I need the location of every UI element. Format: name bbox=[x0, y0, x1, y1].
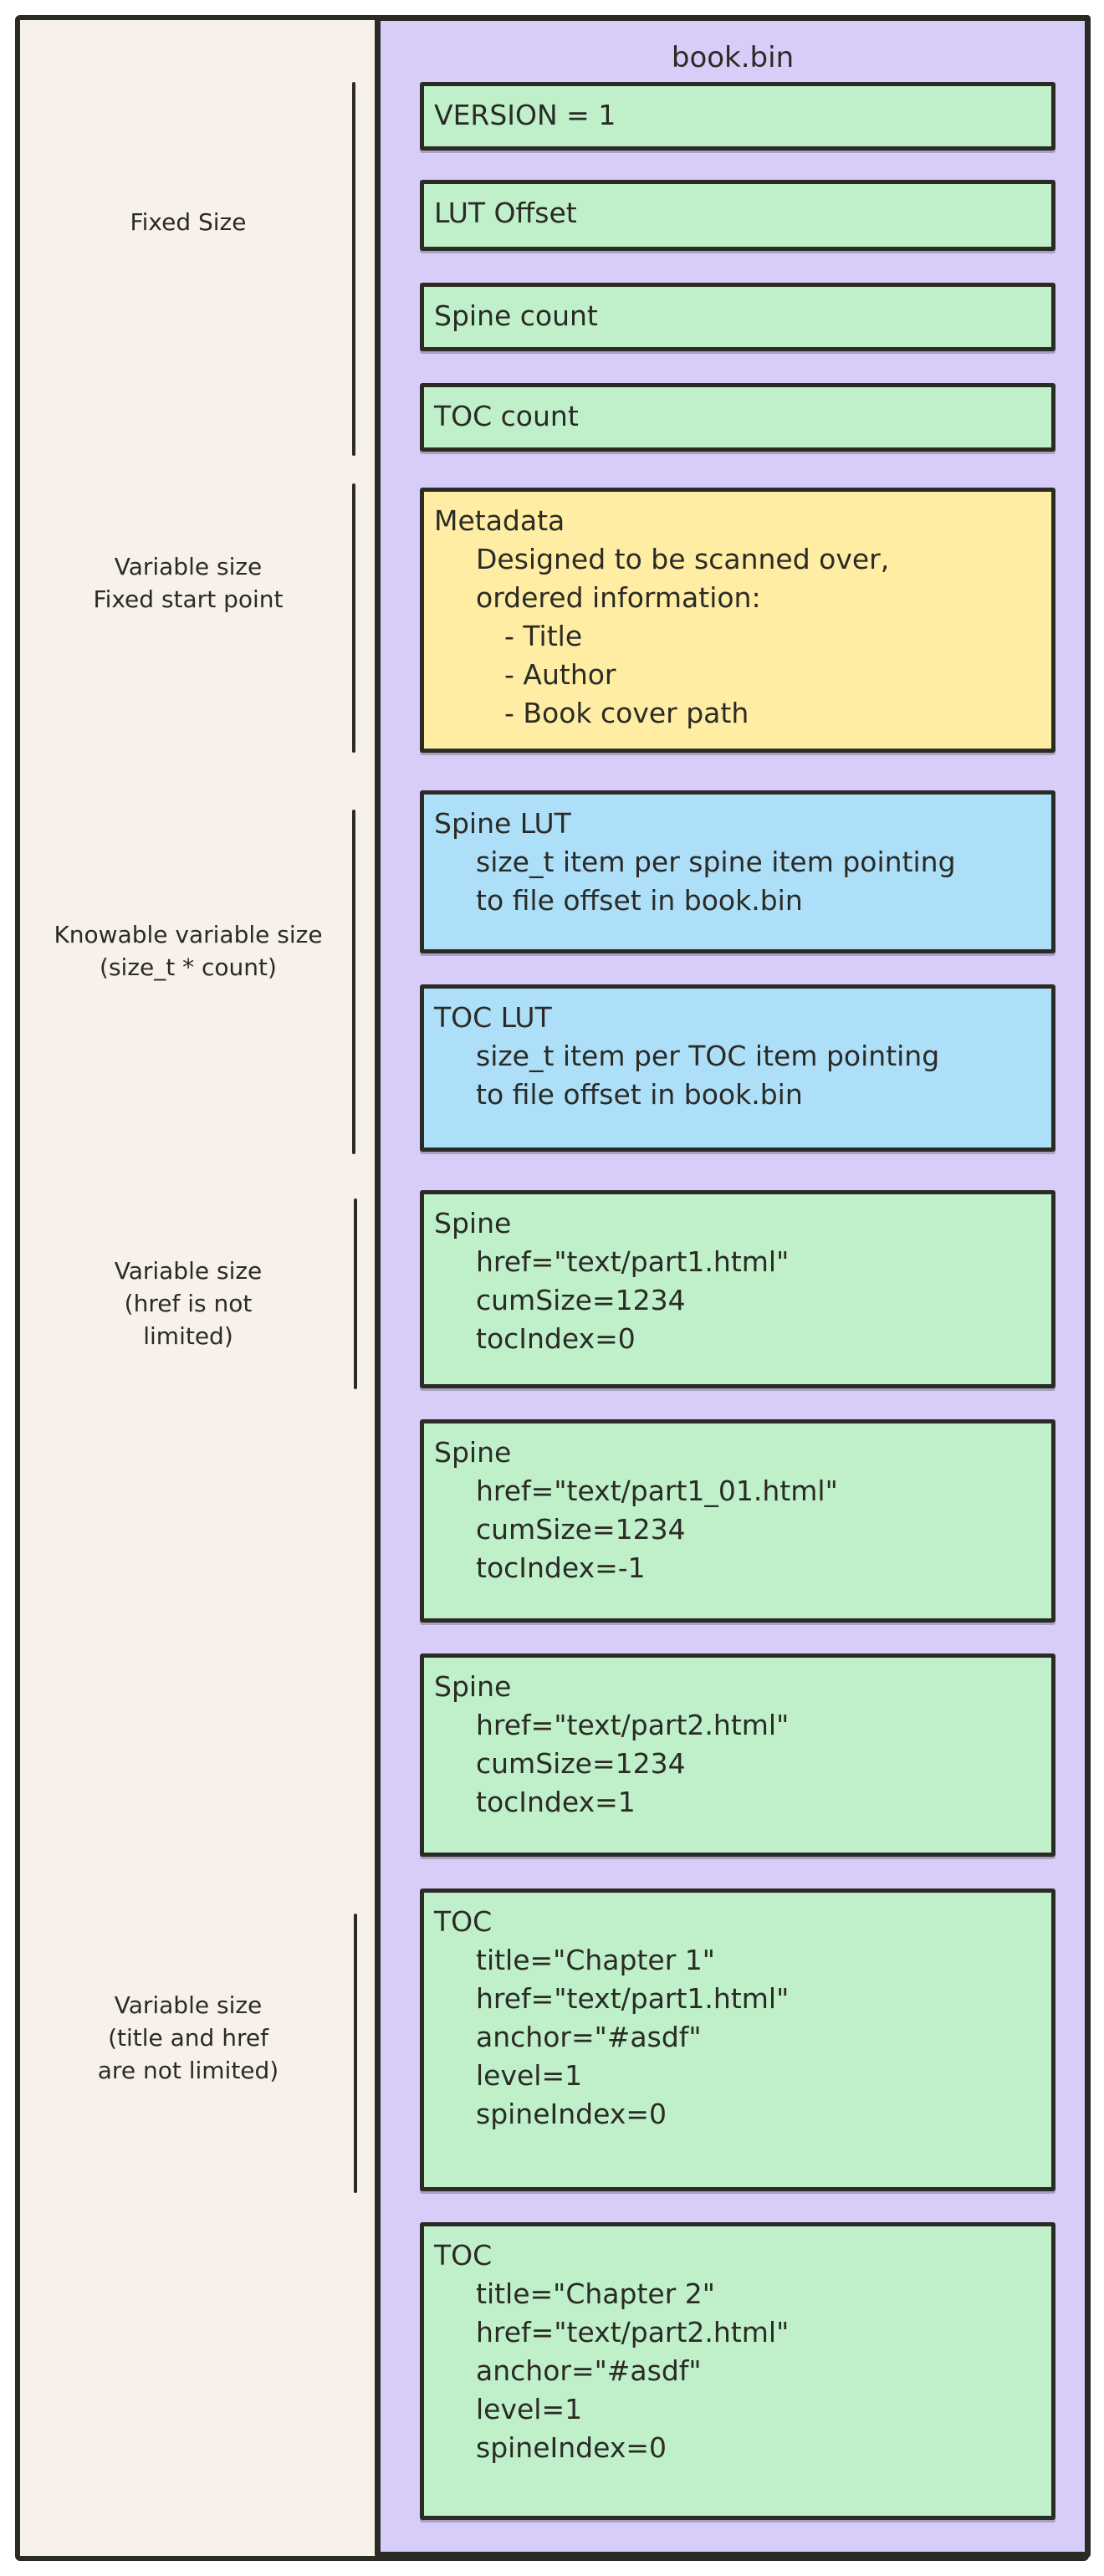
box-metadata-line: ordered information: bbox=[476, 581, 761, 614]
box-toc-1-line: TOC bbox=[434, 1905, 493, 1938]
box-spine-lut: Spine LUT size_t item per spine item poin… bbox=[420, 790, 1055, 953]
box-toc-2-line: spineIndex=0 bbox=[476, 2431, 667, 2464]
box-toc-count-line: TOC count bbox=[434, 400, 579, 432]
box-spine-2-line: cumSize=1234 bbox=[476, 1513, 686, 1546]
box-spine-count: Spine count bbox=[420, 283, 1055, 351]
side-label-fixed-size: Fixed Size bbox=[33, 206, 343, 238]
box-toc-count: TOC count bbox=[420, 383, 1055, 452]
box-spine-1-line: cumSize=1234 bbox=[476, 1284, 686, 1316]
box-spine-lut-line: size_t item per spine item pointing bbox=[476, 846, 956, 878]
box-spine-lut-line: Spine LUT bbox=[434, 807, 571, 840]
box-metadata-line: - Title bbox=[504, 620, 583, 652]
box-spine-2: Spine href="text/part1_01.html" cumSize=12… bbox=[420, 1419, 1055, 1623]
bracket-fixed-size bbox=[352, 82, 355, 456]
box-spine-2-line: tocIndex=-1 bbox=[476, 1551, 646, 1584]
box-toc-lut: TOC LUT size_t item per TOC item pointing… bbox=[420, 984, 1055, 1152]
box-spine-3: Spine href="text/part2.html" cumSize=1234 t… bbox=[420, 1653, 1055, 1857]
box-toc-1-line: level=1 bbox=[476, 2059, 583, 2092]
side-label-knowable-variable-line: (size_t * count) bbox=[100, 953, 277, 981]
side-label-variable-href-line: limited) bbox=[143, 1322, 233, 1350]
box-lut-offset: LUT Offset bbox=[420, 180, 1055, 251]
box-toc-2-line: anchor="#asdf" bbox=[476, 2354, 702, 2387]
box-spine-lut-line: to file offset in book.bin bbox=[476, 884, 803, 917]
box-toc-lut-line: to file offset in book.bin bbox=[476, 1078, 803, 1111]
side-label-variable-href: Variable size (href is not limited) bbox=[33, 1255, 343, 1352]
box-version-line: VERSION = 1 bbox=[434, 99, 616, 131]
box-toc-2-line: href="text/part2.html" bbox=[476, 2316, 790, 2349]
box-version: VERSION = 1 bbox=[420, 82, 1055, 151]
side-label-fixed-size-line: Fixed Size bbox=[130, 208, 247, 236]
box-spine-3-line: href="text/part2.html" bbox=[476, 1709, 790, 1741]
box-toc-lut-line: size_t item per TOC item pointing bbox=[476, 1040, 940, 1072]
box-toc-2-line: level=1 bbox=[476, 2393, 583, 2425]
side-label-variable-href-line: Variable size bbox=[114, 1257, 263, 1285]
box-toc-2-line: title="Chapter 2" bbox=[476, 2277, 715, 2310]
side-label-variable-href-line: (href is not bbox=[124, 1290, 253, 1317]
side-label-variable-fixed-start-line: Fixed start point bbox=[93, 585, 284, 613]
side-label-variable-title-href: Variable size (title and href are not limi… bbox=[33, 1989, 343, 2087]
box-toc-1-line: href="text/part1.html" bbox=[476, 1982, 790, 2015]
box-toc-1: TOC title="Chapter 1" href="text/part1.htm… bbox=[420, 1889, 1055, 2191]
side-label-variable-fixed-start-line: Variable size bbox=[114, 553, 263, 580]
box-toc-1-line: spineIndex=0 bbox=[476, 2098, 667, 2130]
box-spine-2-line: Spine bbox=[434, 1436, 512, 1469]
box-toc-lut-line: TOC LUT bbox=[434, 1001, 552, 1034]
bracket-variable-title-href bbox=[354, 1914, 357, 2193]
box-toc-2: TOC title="Chapter 2" href="text/part2.htm… bbox=[420, 2222, 1055, 2520]
box-toc-2-line: TOC bbox=[434, 2239, 493, 2272]
side-label-knowable-variable-line: Knowable variable size bbox=[54, 921, 323, 948]
box-spine-1: Spine href="text/part1.html" cumSize=1234 t… bbox=[420, 1190, 1055, 1388]
box-spine-3-line: tocIndex=1 bbox=[476, 1786, 636, 1818]
box-metadata-line: - Author bbox=[504, 658, 616, 691]
bookbin-title: book.bin bbox=[671, 41, 795, 74]
box-toc-1-line: title="Chapter 1" bbox=[476, 1944, 715, 1976]
side-label-variable-title-href-line: (title and href bbox=[108, 2024, 268, 2052]
box-spine-2-line: href="text/part1_01.html" bbox=[476, 1475, 838, 1507]
side-label-variable-title-href-line: are not limited) bbox=[97, 2057, 279, 2084]
box-lut-offset-line: LUT Offset bbox=[434, 197, 577, 229]
box-metadata-line: Metadata bbox=[434, 504, 565, 537]
bracket-variable-href bbox=[354, 1199, 357, 1389]
box-spine-count-line: Spine count bbox=[434, 299, 598, 332]
box-spine-1-line: Spine bbox=[434, 1207, 512, 1239]
box-metadata-line: - Book cover path bbox=[504, 697, 749, 729]
box-toc-1-line: anchor="#asdf" bbox=[476, 2021, 702, 2053]
bracket-variable-fixed-start bbox=[352, 483, 355, 753]
bracket-knowable-variable bbox=[352, 810, 355, 1154]
box-spine-1-line: href="text/part1.html" bbox=[476, 1245, 790, 1278]
box-metadata-line: Designed to be scanned over, bbox=[476, 543, 890, 575]
box-spine-1-line: tocIndex=0 bbox=[476, 1322, 636, 1355]
box-spine-3-line: Spine bbox=[434, 1670, 512, 1703]
side-label-variable-title-href-line: Variable size bbox=[114, 1991, 263, 2019]
box-spine-3-line: cumSize=1234 bbox=[476, 1747, 686, 1780]
side-label-knowable-variable: Knowable variable size (size_t * count) bbox=[33, 918, 343, 984]
